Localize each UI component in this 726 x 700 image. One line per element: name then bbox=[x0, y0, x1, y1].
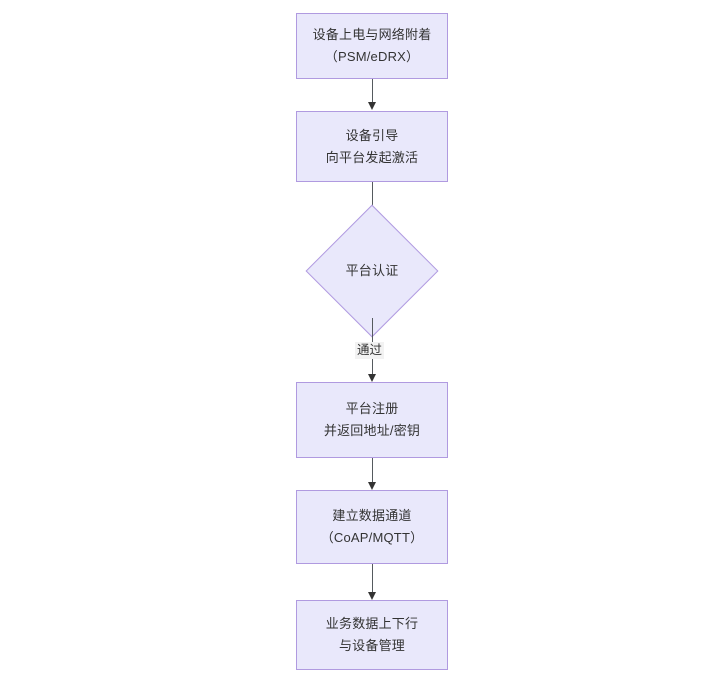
connector-n5-n6 bbox=[372, 564, 373, 596]
flowchart-node-business-data[interactable]: 业务数据上下行 与设备管理 bbox=[296, 600, 448, 670]
arrowhead-n5-n6 bbox=[367, 592, 376, 600]
arrowhead-n1-n2 bbox=[367, 102, 376, 110]
node-label-line2: 与设备管理 bbox=[338, 638, 405, 653]
flowchart-node-data-channel[interactable]: 建立数据通道 （CoAP/MQTT） bbox=[296, 490, 448, 564]
node-label-line2: 并返回地址/密钥 bbox=[323, 423, 421, 438]
arrowhead-n4-n5 bbox=[367, 482, 376, 490]
node-label-line1: 设备引导 bbox=[345, 127, 399, 143]
flowchart-node-platform-authentication[interactable]: 平台认证 bbox=[305, 204, 439, 338]
node-label-line1: 设备上电与网络附着 bbox=[312, 27, 432, 42]
node-label-line1: 平台认证 bbox=[345, 263, 399, 278]
flowchart-node-platform-registration[interactable]: 平台注册 并返回地址/密钥 bbox=[296, 382, 448, 458]
node-label-line2: 向平台发起激活 bbox=[325, 149, 419, 165]
connector-n2-n3 bbox=[372, 182, 373, 215]
arrowhead-n3-n4 bbox=[367, 374, 376, 382]
node-label-line1: 业务数据上下行 bbox=[325, 616, 419, 631]
node-label-line1: 建立数据通道 bbox=[332, 508, 412, 523]
node-label-line2: （CoAP/MQTT） bbox=[320, 530, 424, 545]
flowchart-node-device-bootstrap[interactable]: 设备引导 向平台发起激活 bbox=[296, 111, 448, 182]
edge-label-pass: 通过 bbox=[355, 342, 385, 359]
node-label-line2: （PSM/eDRX） bbox=[324, 49, 420, 64]
node-label-line1: 平台注册 bbox=[345, 401, 399, 416]
flowchart-node-device-power-on[interactable]: 设备上电与网络附着 （PSM/eDRX） bbox=[296, 13, 448, 79]
connector-n4-n5 bbox=[372, 458, 373, 486]
connector-n1-n2 bbox=[372, 79, 373, 103]
